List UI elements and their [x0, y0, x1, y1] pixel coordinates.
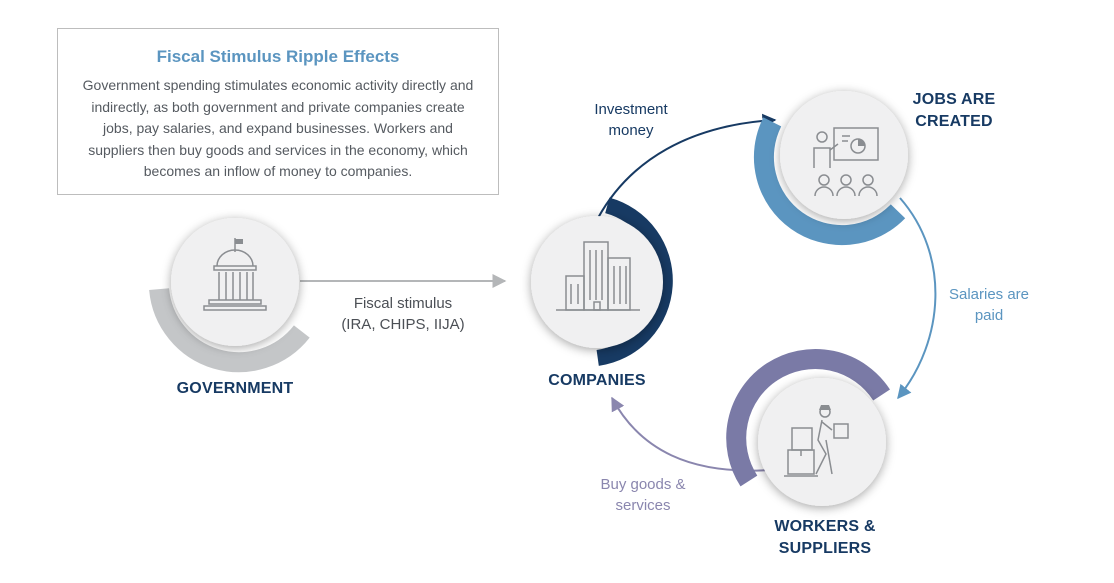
info-box: Fiscal Stimulus Ripple Effects Governmen… [57, 28, 499, 195]
investment-money-label-line1: Investment [594, 101, 668, 118]
investment-money-label: Investment money [571, 99, 691, 141]
investment-money-arrow [597, 113, 777, 219]
workers-label: WORKERS & SUPPLIERS [774, 518, 876, 557]
office-buildings-icon [556, 241, 640, 311]
buy-goods-label-line2: services [615, 497, 671, 514]
salaries-arrow [897, 197, 937, 400]
workers-node [726, 348, 890, 506]
fiscal-stimulus-label-line1: Fiscal stimulus [353, 295, 453, 312]
companies-node [531, 197, 673, 366]
jobs-label: JOBS ARE CREATED [912, 91, 996, 130]
capitol-building-icon [203, 238, 267, 311]
workers-ring [726, 348, 890, 487]
investment-money-label-line2: money [608, 122, 654, 139]
info-box-description: Government spending stimulates economic … [82, 77, 474, 179]
info-box-title: Fiscal Stimulus Ripple Effects [156, 47, 400, 66]
salaries-label-line1: Salaries are [948, 286, 1030, 303]
companies-ring [596, 197, 673, 366]
government-ring [149, 287, 310, 373]
delivery-worker-icon [784, 405, 849, 477]
fiscal-stimulus-label: Fiscal stimulus (IRA, CHIPS, IIJA) [318, 293, 488, 335]
buy-goods-label: Buy goods & services [583, 474, 703, 516]
classroom-presentation-icon [813, 127, 879, 197]
jobs-ring [753, 117, 906, 246]
fiscal-stimulus-label-line2: (IRA, CHIPS, IIJA) [341, 316, 465, 333]
salaries-label: Salaries are paid [929, 284, 1049, 326]
government-label: GOVERNMENT [176, 380, 294, 397]
buy-goods-label-line1: Buy goods & [600, 476, 686, 493]
companies-label: COMPANIES [548, 372, 646, 389]
government-node [149, 218, 310, 373]
jobs-node [753, 91, 908, 246]
salaries-label-line2: paid [974, 307, 1004, 324]
